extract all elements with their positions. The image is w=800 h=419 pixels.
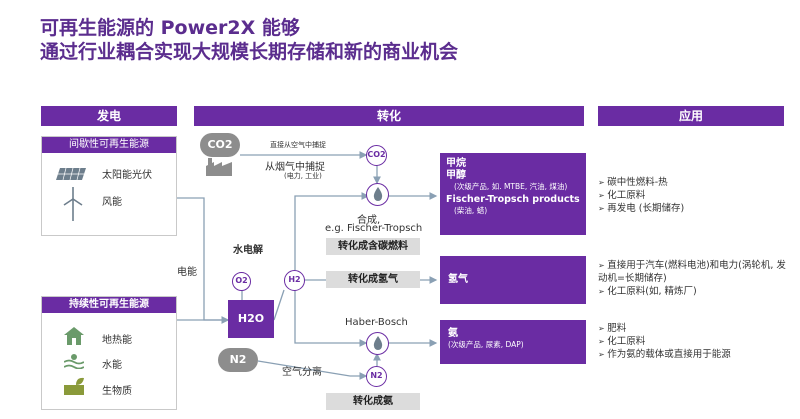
direct-air-capture-label: 直接从空气中捕捉: [270, 141, 326, 149]
flue-gas-note: (电力, 工业): [284, 172, 322, 180]
flue-gas-label: 从烟气中捕捉: [265, 162, 325, 173]
header-generation: 发电: [41, 106, 177, 126]
header-application: 应用: [598, 106, 784, 126]
intermittent-panel: 间歇性可再生能源 太阳能光伏 风能: [41, 136, 177, 236]
factory-icon: [206, 158, 232, 180]
fischer-label: e.g. Fischer-Tropsch: [325, 223, 423, 234]
ammonia-label: 氨: [448, 328, 458, 339]
hydro-icon: [63, 353, 85, 373]
haber-node: [366, 332, 389, 355]
co2-cloud: CO2: [200, 133, 240, 157]
sustainable-header: 持续性可再生能源: [42, 297, 176, 313]
hydro-label: 水能: [102, 360, 122, 371]
biomass-label: 生物质: [102, 386, 132, 397]
ammonia-product-box: 氨 (次级产品, 尿素, DAP): [440, 320, 586, 364]
ammonia-note: (次级产品, 尿素, DAP): [448, 340, 524, 349]
droplet-icon: [373, 336, 382, 350]
solar-label: 太阳能光伏: [102, 170, 152, 181]
methane-label: 甲烷: [446, 158, 466, 169]
ft-note: (柴油, 蜡): [454, 206, 488, 215]
electrolysis-label: 水电解: [233, 245, 263, 256]
h2o-box: H2O: [228, 300, 274, 338]
hydrogen-applications: 直接用于汽车(燃料电池)和电力(涡轮机, 发动机=长期储存) 化工原料(如, 精…: [598, 259, 794, 298]
air-separation-label: 空气分离: [282, 367, 322, 378]
wind-label: 风能: [102, 197, 122, 208]
geothermal-icon: [64, 327, 84, 349]
o2-node: O2: [232, 272, 251, 291]
list-item: 化工原料: [598, 189, 788, 202]
synthesis-node: [366, 183, 389, 206]
electricity-label: 电能: [177, 267, 197, 278]
biomass-icon: [64, 377, 84, 399]
h2-node: H2: [284, 270, 305, 291]
methanol-note: (次级产品, 如. MTBE, 汽油, 煤油): [454, 182, 568, 191]
list-item: 碳中性燃料-热: [598, 176, 788, 189]
list-item: 再发电 (长期储存): [598, 202, 788, 215]
list-item: 肥料: [598, 322, 788, 335]
solar-icon: [56, 165, 86, 184]
haber-label: Haber-Bosch: [345, 317, 408, 328]
co2-node: CO2: [366, 145, 387, 166]
sustainable-panel: 持续性可再生能源 地热能 水能 生物质: [41, 296, 177, 410]
list-item: 化工原料: [598, 335, 788, 348]
n2-cloud: N2: [218, 348, 258, 372]
droplet-icon: [373, 187, 382, 201]
list-item: 直接用于汽车(燃料电池)和电力(涡轮机, 发动机=长期储存): [598, 259, 794, 285]
list-item: 化工原料(如, 精炼厂): [598, 285, 794, 298]
geothermal-label: 地热能: [102, 335, 132, 346]
carbon-products-box: 甲烷 甲醇 (次级产品, 如. MTBE, 汽油, 煤油) Fischer-Tr…: [440, 153, 586, 235]
carbon-fuel-box: 转化成含碳燃料: [326, 238, 420, 255]
title-line2: 通过行业耦合实现大规模长期存储和新的商业机会: [40, 41, 459, 63]
n2-node: N2: [366, 366, 387, 387]
hydrogen-product-box: 氢气: [440, 256, 586, 304]
methanol-label: 甲醇: [446, 170, 466, 181]
ammonia-conversion-box: 转化成氨: [326, 393, 420, 410]
list-item: 作为氨的载体或直接用于能源: [598, 348, 788, 361]
synthesis-label: 合成,: [357, 215, 381, 226]
carbon-applications: 碳中性燃料-热 化工原料 再发电 (长期储存): [598, 176, 788, 215]
wind-icon: [62, 187, 84, 225]
hydrogen-box: 转化成氢气: [326, 271, 420, 288]
title-line1: 可再生能源的 Power2X 能够: [40, 17, 300, 39]
ft-products-label: Fischer-Tropsch products: [446, 194, 580, 205]
intermittent-header: 间歇性可再生能源: [42, 137, 176, 153]
ammonia-applications: 肥料 化工原料 作为氨的载体或直接用于能源: [598, 322, 788, 361]
header-conversion: 转化: [194, 106, 584, 126]
